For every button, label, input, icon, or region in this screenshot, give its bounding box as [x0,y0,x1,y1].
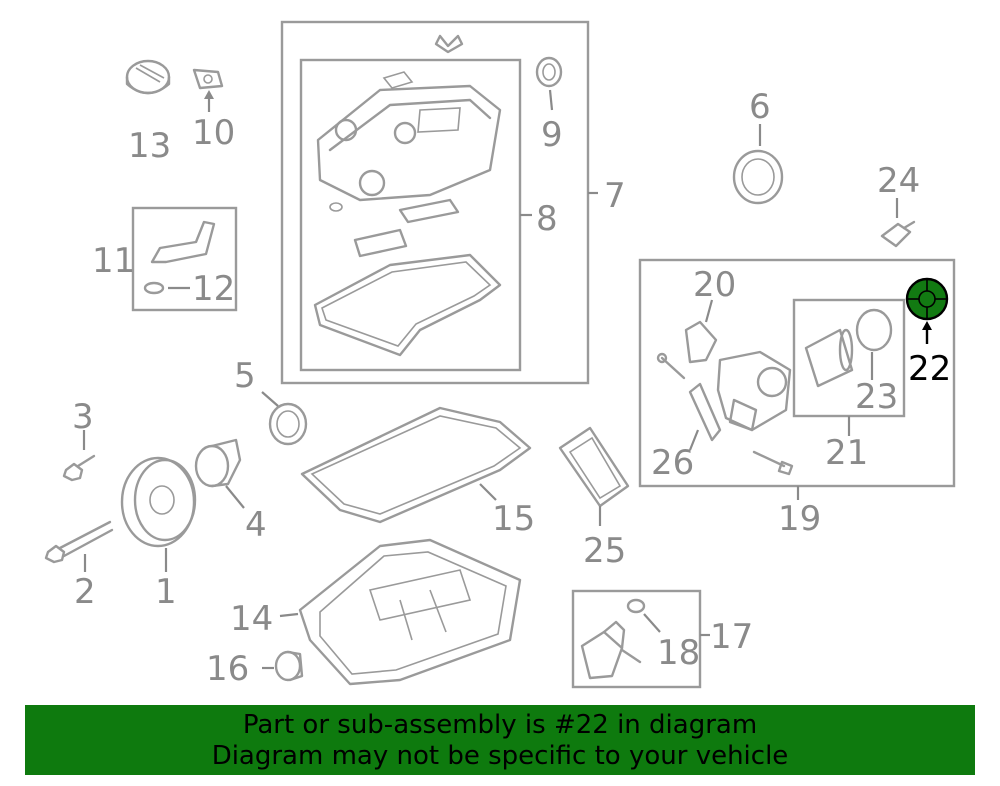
part-4-damper[interactable] [194,438,242,488]
part-22-filter-cap[interactable] [905,277,949,321]
part-10-gasket[interactable] [192,68,224,90]
part-18-oring[interactable] [626,598,646,614]
part-15-pan-gasket[interactable] [300,406,532,524]
part-9-seal[interactable] [535,56,563,88]
callout-6: 6 [749,87,771,127]
part-19-housing[interactable] [656,350,792,432]
callout-1: 1 [155,572,177,612]
callout-9: 9 [541,115,563,155]
callout-4: 4 [245,505,267,545]
callout-26: 26 [651,443,694,483]
part-1-pulley[interactable] [120,456,197,548]
callout-10: 10 [192,113,235,153]
callout-16: 16 [206,649,249,689]
callout-7: 7 [604,176,626,216]
group-box-7 [280,20,590,385]
callout-25: 25 [583,531,626,571]
callout-18: 18 [657,633,700,673]
part-17-sensor[interactable] [580,620,642,680]
callout-5: 5 [234,356,256,396]
callout-14: 14 [230,599,273,639]
callout-24: 24 [877,161,920,201]
part-6-seal[interactable] [732,149,784,205]
part-25-oil-cooler[interactable] [558,426,630,508]
part-26-gasket[interactable] [688,382,722,442]
callout-17: 17 [710,617,753,657]
callout-13: 13 [128,126,171,166]
part-8-valve-cover[interactable] [313,34,502,357]
callout-8: 8 [536,199,558,239]
callout-23: 23 [855,377,898,417]
group-box-17 [571,589,702,689]
part-2-bolt[interactable] [44,520,114,564]
part-13-oil-cap[interactable] [125,59,171,95]
part-24-sensor[interactable] [880,220,916,248]
banner-line-1: Part or sub-assembly is #22 in diagram [242,710,758,740]
part-16-drain-plug[interactable] [274,650,304,682]
part-21-filter[interactable] [804,328,854,388]
callout-15: 15 [492,499,535,539]
callout-19: 19 [778,499,821,539]
callout-11: 11 [92,241,135,281]
part-20-bracket[interactable] [684,320,718,364]
part-bolt-19[interactable] [752,450,794,476]
banner-line-2: Diagram may not be specific to your vehi… [211,741,789,771]
part-14-oil-pan[interactable] [298,538,522,686]
callout-3: 3 [72,397,94,437]
callout-21: 21 [825,433,868,473]
group-box-11 [131,206,238,312]
callout-2: 2 [74,572,96,612]
callout-20: 20 [693,265,736,305]
part-23-oring[interactable] [855,308,893,352]
callout-12: 12 [192,269,235,309]
callout-22: 22 [908,349,951,389]
part-3-bolt[interactable] [62,454,96,482]
info-banner: Part or sub-assembly is #22 in diagram D… [25,705,975,775]
part-5-seal[interactable] [268,402,308,446]
part-11-pipe[interactable] [143,220,216,295]
